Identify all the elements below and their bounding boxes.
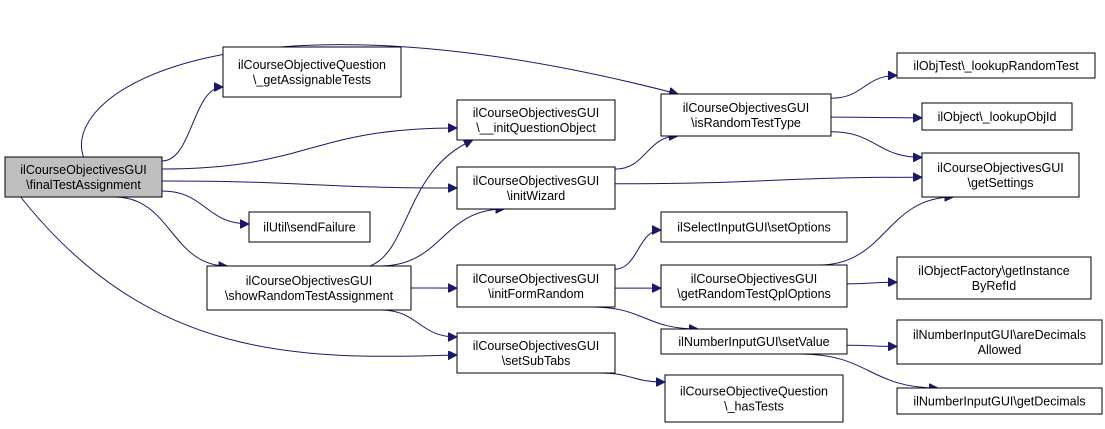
edge-root-to-initQuestion	[161, 128, 457, 170]
node-label-line: \initFormRandom	[488, 287, 584, 301]
node-getDecimals[interactable]: ilNumberInputGUI\getDecimals	[896, 387, 1103, 415]
node-label-line: ilCourseObjectivesGUI	[20, 163, 146, 177]
node-label-line: \getSettings	[967, 176, 1033, 190]
node-box	[222, 46, 402, 98]
node-label-line: ilCourseObjectivesGUI	[473, 174, 599, 188]
edge-setSubTabs-to-hasTests	[599, 372, 665, 382]
node-setValue[interactable]: ilNumberInputGUI\setValue	[660, 328, 848, 355]
edge-root-to-setSubTabs	[20, 196, 457, 356]
node-showRandom[interactable]: ilCourseObjectivesGUI\showRandomTestAssi…	[206, 265, 412, 311]
edge-initWizard-to-isRandom	[614, 136, 678, 170]
node-label-line: ilCourseObjectivesGUI	[473, 272, 599, 286]
edge-isRandom-to-lookupRandom	[830, 76, 897, 99]
node-box	[4, 156, 163, 198]
node-box	[456, 99, 616, 141]
node-getRandomQpl[interactable]: ilCourseObjectivesGUI\getRandomTestQplOp…	[660, 264, 848, 308]
node-label-line: \finalTestAssignment	[26, 178, 141, 192]
node-box	[896, 52, 1096, 79]
node-initFormRandom[interactable]: ilCourseObjectivesGUI\initFormRandom	[456, 264, 616, 308]
edge-root-to-sendFailure	[161, 190, 249, 224]
node-label-line: \initWizard	[507, 189, 565, 203]
node-isRandom[interactable]: ilCourseObjectivesGUI\isRandomTestType	[660, 93, 832, 137]
node-label-line: ilNumberInputGUI\getDecimals	[913, 395, 1085, 409]
node-getSettings[interactable]: ilCourseObjectivesGUI\getSettings	[921, 152, 1080, 198]
node-box	[664, 374, 844, 423]
nodes-layer: ilCourseObjectivesGUI\finalTestAssignmen…	[4, 46, 1103, 423]
node-label-line: \isRandomTestType	[691, 116, 801, 130]
node-label-line: \_hasTests	[724, 400, 784, 414]
node-label-line: \setSubTabs	[502, 354, 571, 368]
node-label-line: \showRandomTestAssignment	[225, 289, 394, 303]
node-root[interactable]: ilCourseObjectivesGUI\finalTestAssignmen…	[4, 156, 163, 198]
node-label-line: ilNumberInputGUI\setValue	[678, 335, 829, 349]
node-box	[660, 93, 832, 137]
node-box	[921, 102, 1073, 131]
node-label-line: ilCourseObjectivesGUI	[473, 339, 599, 353]
node-initQuestion[interactable]: ilCourseObjectivesGUI\__initQuestionObje…	[456, 99, 616, 141]
node-box	[456, 332, 616, 374]
edges-layer	[20, 44, 954, 388]
node-label-line: ilObject\_lookupObjId	[938, 110, 1057, 124]
node-label-line: ilObjectFactory\getInstance	[918, 264, 1070, 278]
node-setOptions[interactable]: ilSelectInputGUI\setOptions	[660, 211, 848, 243]
edge-setValue-to-getDecimals	[800, 353, 939, 388]
node-label-line: ilCourseObjectiveQuestion	[680, 385, 828, 399]
node-label-line: ilCourseObjectivesGUI	[683, 101, 809, 115]
edge-showRandom-to-initQuestion	[370, 140, 473, 267]
node-label-line: \_getAssignableTests	[253, 73, 371, 87]
node-label-line: \__initQuestionObject	[476, 121, 596, 135]
node-box	[896, 387, 1103, 415]
node-box	[660, 211, 848, 243]
node-setSubTabs[interactable]: ilCourseObjectivesGUI\setSubTabs	[456, 332, 616, 374]
node-label-line: ilCourseObjectivesGUI	[246, 274, 372, 288]
node-lookupRandom[interactable]: ilObjTest\_lookupRandomTest	[896, 52, 1096, 79]
edge-showRandom-to-setSubTabs	[380, 309, 457, 337]
edge-isRandom-to-getSettings	[830, 131, 922, 158]
edge-getRandomQpl-to-getInstance	[846, 282, 897, 284]
node-label-line: ilSelectInputGUI\setOptions	[677, 221, 831, 235]
node-label-line: ByRefId	[972, 279, 1017, 293]
edge-initWizard-to-getSettings	[614, 177, 922, 185]
node-label-line: ilCourseObjectivesGUI	[473, 106, 599, 120]
node-label-line: ilCourseObjectivesGUI	[937, 161, 1063, 175]
node-initWizard[interactable]: ilCourseObjectivesGUI\initWizard	[456, 166, 616, 210]
node-box	[248, 211, 371, 243]
edge-root-to-initWizard	[161, 180, 457, 188]
node-label-line: ilNumberInputGUI\areDecimals	[913, 328, 1086, 342]
node-box	[921, 152, 1080, 198]
edge-root-to-showRandom	[114, 196, 227, 266]
node-sendFailure[interactable]: ilUtil\sendFailure	[248, 211, 371, 243]
edge-root-to-getAssignableTests	[161, 87, 224, 162]
node-label-line: ilUtil\sendFailure	[263, 221, 355, 235]
edge-initFormRandom-to-setOptions	[614, 230, 662, 270]
edge-getRandomQpl-to-getSettings	[819, 197, 953, 266]
node-box	[456, 166, 616, 210]
edge-isRandom-to-lookupObjId	[830, 117, 922, 118]
node-box	[660, 264, 848, 308]
node-hasTests[interactable]: ilCourseObjectiveQuestion\_hasTests	[664, 374, 844, 423]
node-lookupObjId[interactable]: ilObject\_lookupObjId	[921, 102, 1073, 131]
edge-root-to-isRandom	[81, 44, 678, 158]
node-box	[896, 319, 1103, 365]
edge-initFormRandom-to-setValue	[591, 306, 698, 329]
node-getAssignableTests[interactable]: ilCourseObjectiveQuestion\_getAssignable…	[222, 46, 402, 98]
node-label-line: \getRandomTestQplOptions	[677, 287, 831, 301]
node-box	[896, 256, 1092, 300]
node-box	[456, 264, 616, 308]
edge-setValue-to-areDecimals	[846, 345, 897, 346]
node-label-line: ilObjTest\_lookupRandomTest	[913, 59, 1079, 73]
node-label-line: ilCourseObjectiveQuestion	[238, 58, 386, 72]
node-box	[660, 328, 848, 355]
node-label-line: ilCourseObjectivesGUI	[691, 272, 817, 286]
node-label-line: Allowed	[978, 343, 1022, 357]
edge-showRandom-to-initWizard	[380, 209, 504, 267]
node-box	[206, 265, 412, 311]
